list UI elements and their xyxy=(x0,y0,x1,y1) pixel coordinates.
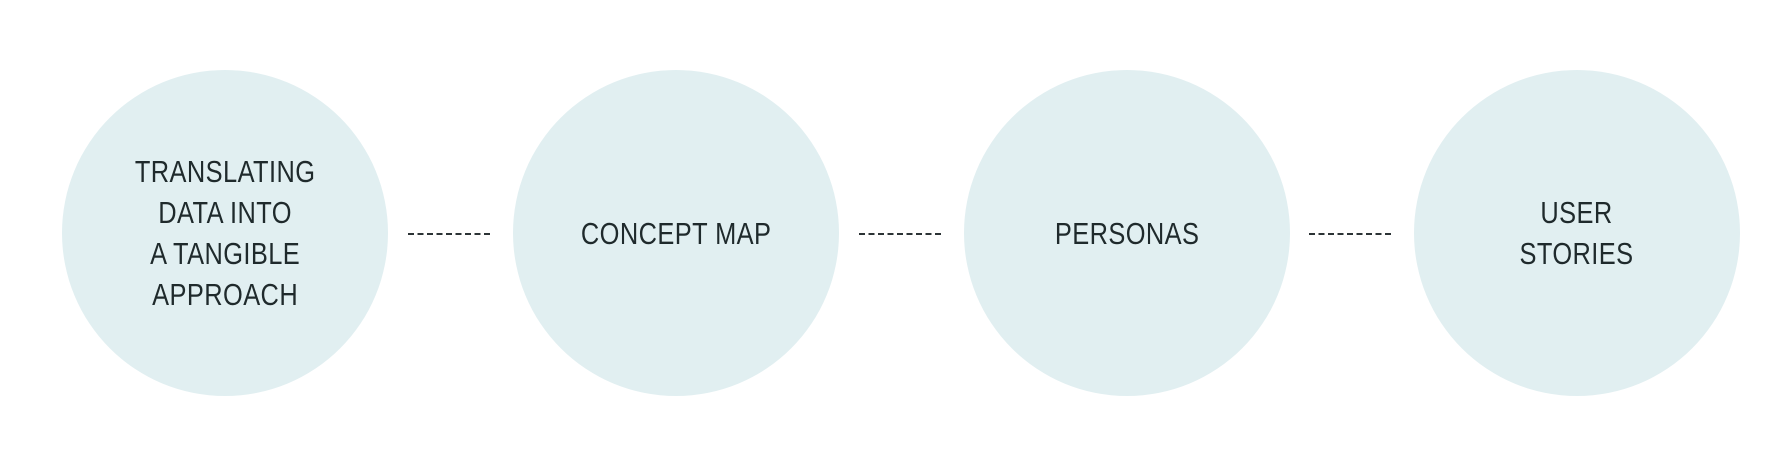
step-label: CONCEPT MAP xyxy=(580,215,772,251)
dashed-connector xyxy=(408,233,490,235)
step-circle-user-stories: USER STORIES xyxy=(1414,70,1740,396)
dashed-connector xyxy=(859,233,941,235)
step-circle-personas: PERSONAS xyxy=(964,70,1290,396)
dashed-connector xyxy=(1309,233,1391,235)
step-label: TRANSLATING DATA INTO A TANGIBLE APPROAC… xyxy=(134,154,316,312)
step-circle-concept-map: CONCEPT MAP xyxy=(513,70,839,396)
step-label: USER STORIES xyxy=(1519,195,1635,271)
step-label: PERSONAS xyxy=(1054,215,1200,251)
step-circle-translating-data: TRANSLATING DATA INTO A TANGIBLE APPROAC… xyxy=(62,70,388,396)
